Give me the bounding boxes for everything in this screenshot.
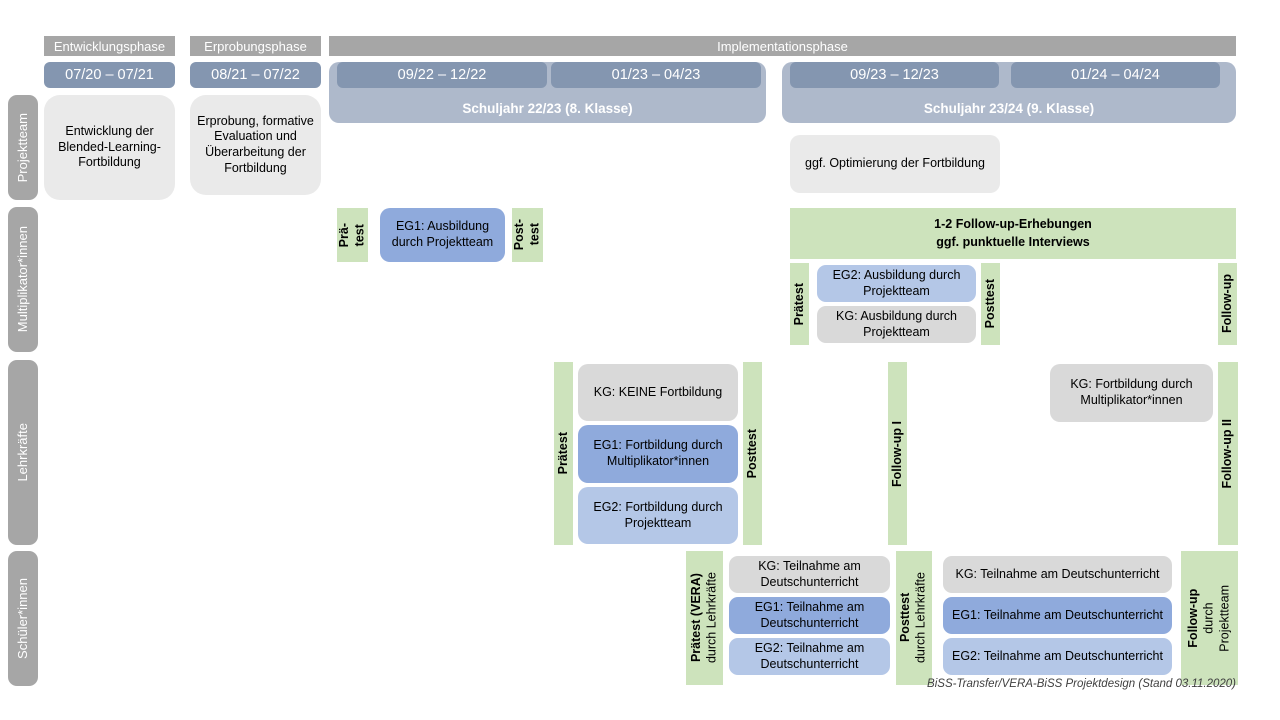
followup2-label: Follow-up II	[1220, 418, 1235, 489]
praetest-label: Prätest	[555, 432, 570, 475]
slide-caption: BiSS-Transfer/VERA-BiSS Projektdesign (S…	[927, 678, 1236, 690]
box-praetest-multiplikatoren-2: Prätest	[790, 263, 809, 345]
box-praetest-lehrkraefte: Prätest	[554, 362, 573, 545]
box-kg-fortbildung-multiplikatoren: KG: Fortbildung durch Multiplikator*inne…	[1050, 364, 1213, 422]
box-kg-teilnahme-deutschunterricht-1: KG: Teilnahme am Deutschunterricht	[729, 556, 890, 593]
box-eg1-teilnahme-deutschunterricht-1: EG1: Teilnahme am Deutschunterricht	[729, 597, 890, 634]
box-praetest-vera-schueler: Prätest (VERA) durch Lehrkräfte	[686, 551, 723, 685]
row-label-lehrkraefte: Lehrkräfte	[8, 360, 38, 545]
box-eg1-ausbildung-projektteam: EG1: Ausbildung durch Projektteam	[380, 208, 505, 262]
box-kg-ausbildung-projektteam: KG: Ausbildung durch Projektteam	[817, 306, 976, 343]
box-followup1-lehrkraefte: Follow-up I	[888, 362, 907, 545]
row-label-text: Schüler*innen	[14, 578, 30, 659]
box-optimierung-fortbildung: ggf. Optimierung der Fortbildung	[790, 135, 1000, 193]
box-eg2-fortbildung-projektteam: EG2: Fortbildung durch Projektteam	[578, 487, 738, 544]
row-label-multiplikatorinnen: Multiplikator*innen	[8, 207, 38, 352]
row-label-schuelerinnen: Schüler*innen	[8, 551, 38, 686]
row-label-text: Multiplikator*innen	[14, 226, 30, 333]
box-entwicklung-fortbildung: Entwicklung der Blended-Learning-Fortbil…	[44, 95, 175, 200]
box-eg2-teilnahme-deutschunterricht-1: EG2: Teilnahme am Deutschunterricht	[729, 638, 890, 675]
posttest-label: Posttest	[744, 428, 759, 479]
box-posttest-lehrkraefte: Posttest	[743, 362, 762, 545]
praetest-vera-label: Prätest (VERA) durch Lehrkräfte	[688, 572, 719, 664]
praetest-label: Prä-test	[336, 222, 367, 248]
box-posttest-multiplikatoren-2: Posttest	[981, 263, 1000, 345]
box-eg1-teilnahme-deutschunterricht-2: EG1: Teilnahme am Deutschunterricht	[943, 597, 1172, 634]
date-range-0922-1222: 09/22 – 12/22	[337, 62, 547, 88]
box-erprobung-evaluation: Erprobung, formative Evaluation und Über…	[190, 95, 321, 195]
school-year-label: Schuljahr 23/24 (9. Klasse)	[923, 101, 1095, 116]
date-range-0821-0722: 08/21 – 07/22	[190, 62, 321, 88]
followup-projektteam-label: Follow-up durch Projektteam	[1186, 584, 1232, 652]
date-range-0124-0424: 01/24 – 04/24	[1011, 62, 1220, 88]
box-eg2-ausbildung-projektteam: EG2: Ausbildung durch Projektteam	[817, 265, 976, 302]
praetest-label: Prätest	[791, 282, 806, 326]
phase-entwicklungsphase: Entwicklungsphase	[44, 36, 175, 56]
school-year-label: Schuljahr 22/23 (8. Klasse)	[462, 101, 633, 116]
followup-erhebungen-line2: ggf. punktuelle Interviews	[936, 234, 1090, 249]
row-label-text: Lehrkräfte	[14, 423, 30, 482]
posttest-label: Post-test	[511, 219, 542, 251]
row-label-text: Projektteam	[14, 112, 30, 183]
box-posttest-multiplikatoren-1: Post-test	[512, 208, 543, 262]
followup-erhebungen-line1: 1-2 Follow-up-Erhebungen	[934, 217, 1092, 231]
phase-implementationsphase: Implementationsphase	[329, 36, 1236, 56]
box-kg-teilnahme-deutschunterricht-2: KG: Teilnahme am Deutschunterricht	[943, 556, 1172, 593]
box-eg2-teilnahme-deutschunterricht-2: EG2: Teilnahme am Deutschunterricht	[943, 638, 1172, 675]
posttest-schueler-label: Posttest durch Lehrkräfte	[898, 572, 928, 664]
box-followup-projektteam-schueler: Follow-up durch Projektteam	[1181, 551, 1238, 685]
box-followup2-lehrkraefte: Follow-up II	[1218, 362, 1238, 545]
date-range-0123-0423: 01/23 – 04/23	[551, 62, 761, 88]
box-followup-erhebungen: 1-2 Follow-up-Erhebungen ggf. punktuelle…	[790, 208, 1236, 259]
box-followup-multiplikatoren: Follow-up	[1218, 263, 1237, 345]
box-praetest-multiplikatoren-1: Prä-test	[337, 208, 368, 262]
date-range-0923-1223: 09/23 – 12/23	[790, 62, 999, 88]
followup-label: Follow-up	[1219, 274, 1234, 334]
posttest-label: Posttest	[982, 279, 997, 329]
row-label-projektteam: Projektteam	[8, 95, 38, 200]
date-range-0720-0721: 07/20 – 07/21	[44, 62, 175, 88]
box-eg1-fortbildung-multiplikatoren: EG1: Fortbildung durch Multiplikator*inn…	[578, 425, 738, 483]
box-posttest-schueler: Posttest durch Lehrkräfte	[896, 551, 932, 685]
followup1-label: Follow-up I	[889, 420, 904, 487]
box-kg-keine-fortbildung: KG: KEINE Fortbildung	[578, 364, 738, 421]
phase-erprobungsphase: Erprobungsphase	[190, 36, 321, 56]
